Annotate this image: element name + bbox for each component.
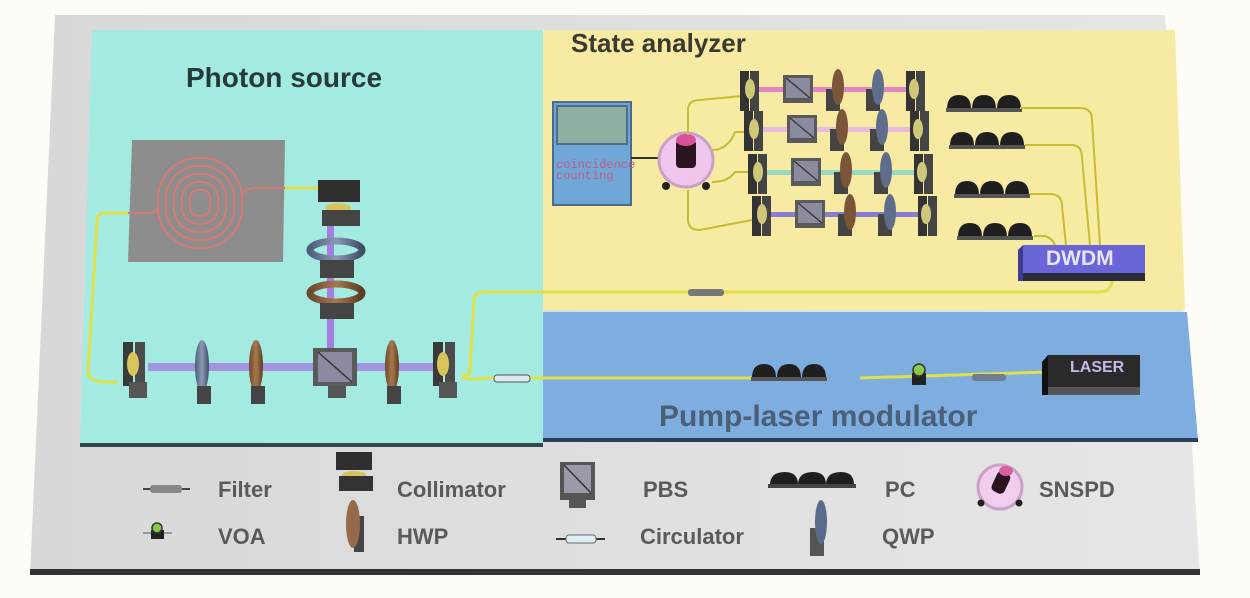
pc-paddle xyxy=(972,95,996,109)
pc-paddle xyxy=(752,364,776,378)
analyzer-row xyxy=(744,109,929,151)
pc-paddle xyxy=(777,364,801,378)
legend-label-pc: PC xyxy=(885,477,916,502)
coincidence-counting-label: coincidence counting xyxy=(556,158,636,183)
pc-paddle xyxy=(983,223,1007,237)
qwp-vertical xyxy=(306,237,366,278)
collimator-in xyxy=(748,154,757,194)
analyzer-row xyxy=(748,152,933,194)
pc-paddle xyxy=(1008,223,1032,237)
pump-filter xyxy=(972,374,1006,381)
analyzer-qwp xyxy=(872,69,884,105)
pc-paddle xyxy=(955,181,979,195)
pc-paddle xyxy=(980,181,1004,195)
coincidence-counter xyxy=(552,101,632,206)
analyzer-qwp xyxy=(884,194,896,230)
analyzer-row xyxy=(752,194,937,236)
pc-paddle xyxy=(802,364,826,378)
pump-beam-horizontal xyxy=(148,363,438,371)
photon-source-region xyxy=(80,30,543,445)
laser-label: LASER xyxy=(1070,359,1125,376)
snspd-device xyxy=(657,131,715,190)
collimator-in xyxy=(740,71,749,111)
analyzer-pc xyxy=(954,181,1030,198)
legend-label-circulator: Circulator xyxy=(640,524,744,549)
pc-paddle xyxy=(997,95,1021,109)
pbs-main xyxy=(313,348,357,398)
analyzer-hwp xyxy=(844,194,856,230)
legend-label-pbs: PBS xyxy=(643,477,689,502)
legend-label-collimator: Collimator xyxy=(397,477,506,502)
analyzer-row xyxy=(740,69,925,111)
pump-pc-unit xyxy=(751,364,827,381)
snspd-fibers xyxy=(687,95,753,232)
qwp-horizontal xyxy=(195,340,211,404)
analyzer-rows xyxy=(740,69,937,236)
pc-paddle xyxy=(958,223,982,237)
legend-label-snspd: SNSPD xyxy=(1039,477,1115,502)
dwdm-device xyxy=(1018,245,1145,281)
hwp-horizontal-1 xyxy=(249,340,265,404)
pump-laser-modulator-title: Pump-laser modulator xyxy=(659,400,978,433)
analyzer-pc xyxy=(949,132,1025,149)
fiber-path xyxy=(86,186,1114,384)
voa-device xyxy=(912,363,926,385)
analyzer-hwp xyxy=(836,109,848,145)
state-analyzer-title: State analyzer xyxy=(571,28,746,58)
collimator-in xyxy=(744,111,753,151)
analyzer-hwp xyxy=(832,69,844,105)
circulator-device xyxy=(493,374,531,383)
board-edge xyxy=(30,569,1200,575)
photon-source-title: Photon source xyxy=(186,62,383,93)
spiral-waveguide xyxy=(128,157,285,249)
hwp-horizontal-2 xyxy=(385,340,401,404)
legend-label-voa: VOA xyxy=(218,524,266,549)
pc-paddle xyxy=(975,132,999,146)
analyzer-pcs xyxy=(946,95,1033,240)
collimator-top xyxy=(318,180,360,226)
pump-laser-region xyxy=(543,312,1198,440)
pump-pc xyxy=(751,364,827,381)
analyzer-pc xyxy=(957,223,1033,240)
filter-device xyxy=(688,289,724,296)
laser-device xyxy=(1042,355,1140,395)
hwp-vertical xyxy=(306,280,366,319)
legend-label-hwp: HWP xyxy=(397,524,449,549)
dwdm-label: DWDM xyxy=(1046,247,1114,270)
spiral-chip xyxy=(128,140,285,262)
analyzer-qwp xyxy=(876,109,888,145)
pc-paddle xyxy=(947,95,971,109)
pc-paddle xyxy=(950,132,974,146)
analyzer-pc xyxy=(946,95,1022,112)
legend-label-qwp: QWP xyxy=(882,524,935,549)
analyzer-hwp xyxy=(840,152,852,188)
pc-paddle xyxy=(1005,181,1029,195)
pc-paddle xyxy=(1000,132,1024,146)
analyzer-qwp xyxy=(880,152,892,188)
analyzer-fibers xyxy=(1020,107,1101,246)
collimator-in xyxy=(752,196,761,236)
legend-label-filter: Filter xyxy=(218,477,272,502)
